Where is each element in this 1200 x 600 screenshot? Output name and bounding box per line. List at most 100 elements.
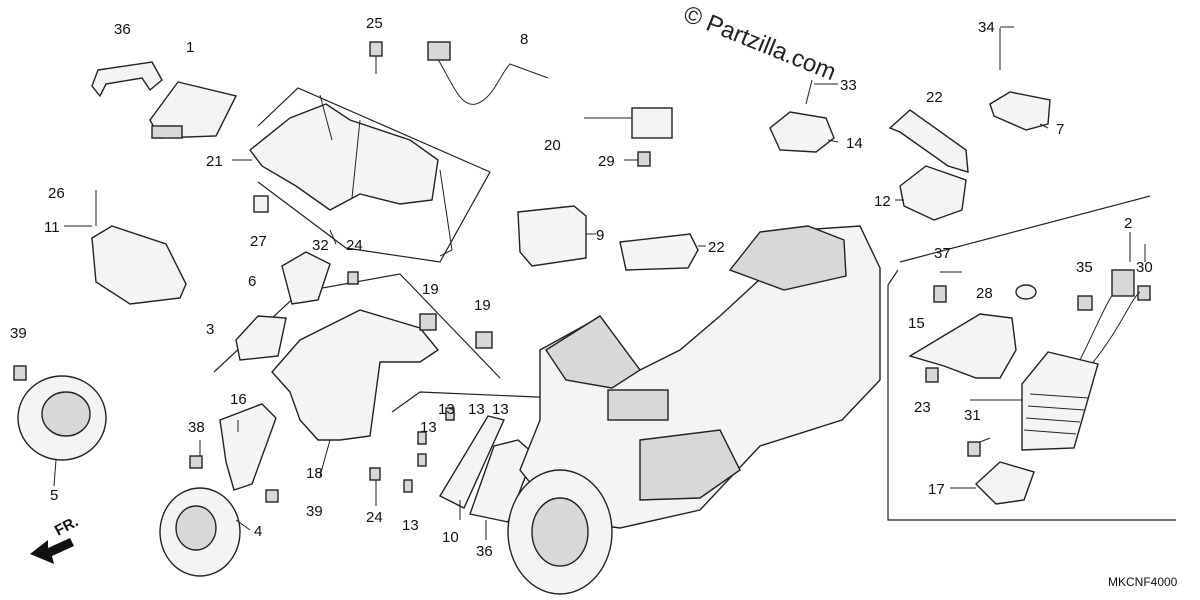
callout-32: 32	[312, 237, 329, 254]
watermark: © Partzilla.com	[680, 1, 840, 87]
part-13-clip-3	[417, 453, 427, 467]
part-24-bolt-upper	[347, 271, 359, 285]
callout-27: 27	[250, 233, 267, 250]
part-36-cover	[469, 439, 535, 523]
callout-22-upper: 22	[926, 89, 943, 106]
part-6-relay	[281, 251, 331, 305]
callout-22-lower: 22	[708, 239, 725, 256]
frame-13	[391, 391, 561, 413]
callout-12: 12	[874, 193, 891, 210]
motorcycle-illustration	[507, 225, 881, 595]
part-15-bracket	[908, 313, 1017, 379]
callout-8: 8	[520, 31, 528, 48]
callout-14: 14	[846, 135, 863, 152]
callout-30: 30	[1136, 259, 1153, 276]
callout-34: 34	[978, 19, 995, 36]
part-39-bolt	[13, 365, 27, 381]
callout-11: 11	[44, 219, 60, 236]
callout-24-upper: 24	[346, 237, 363, 254]
part-2-connector	[1111, 269, 1135, 297]
part-30-clip	[1137, 285, 1151, 301]
callout-25: 25	[366, 15, 383, 32]
part-2-regulator	[1021, 351, 1099, 451]
callout-13-b: 13	[468, 401, 485, 418]
callout-15: 15	[908, 315, 925, 332]
callout-6: 6	[248, 273, 256, 290]
part-8-plug	[427, 41, 451, 61]
part-4-bolt	[265, 489, 279, 503]
callout-28: 28	[976, 285, 993, 302]
part-38-bolt	[189, 455, 203, 469]
part-8-sensor-wire	[435, 55, 549, 105]
callout-13-c: 13	[492, 401, 509, 418]
part-12-module	[899, 165, 967, 221]
frame-right-top	[899, 195, 1151, 263]
callout-19-a: 19	[422, 281, 439, 298]
part-21-struts	[319, 94, 453, 257]
callout-19-b: 19	[474, 297, 491, 314]
part-23-bolt	[925, 367, 939, 383]
front-direction-arrow	[30, 538, 74, 564]
callout-31: 31	[964, 407, 981, 424]
callout-16: 16	[230, 391, 247, 408]
frame-right-group	[887, 269, 1176, 521]
callout-39-left: 39	[10, 325, 27, 342]
callout-5: 5	[50, 487, 58, 504]
part-16-bracket	[219, 403, 277, 491]
part-24-bolt-lower	[369, 467, 381, 481]
callout-13-a: 13	[438, 401, 455, 418]
callout-9: 9	[596, 227, 604, 244]
callout-24-lower: 24	[366, 509, 383, 526]
part-22-cover-lower	[619, 233, 699, 271]
callout-39-center: 39	[306, 503, 323, 520]
part-17-cover	[974, 461, 1035, 505]
part-19-grommet-2	[475, 331, 493, 349]
callout-37: 37	[934, 245, 951, 262]
part-2-fins	[1023, 393, 1089, 435]
callout-33: 33	[840, 77, 857, 94]
part-27-clip	[253, 195, 269, 213]
part-5-horn-inner	[41, 391, 91, 437]
part-7-unit	[989, 91, 1051, 131]
callout-35: 35	[1076, 259, 1093, 276]
callout-36-lower: 36	[476, 543, 493, 560]
leader-lines	[53, 26, 1146, 540]
callout-38: 38	[188, 419, 205, 436]
callout-13-d: 13	[420, 419, 437, 436]
part-36-clip	[91, 61, 163, 98]
callout-3: 3	[206, 321, 214, 338]
part-37-bolt	[933, 285, 947, 303]
part-13-clip-1	[417, 431, 427, 445]
callout-1: 1	[186, 39, 194, 56]
part-9-ecu	[517, 205, 587, 267]
part-14-sensor	[769, 111, 835, 153]
callout-36-upper: 36	[114, 21, 131, 38]
part-10-fuse-box	[439, 415, 505, 509]
part-22-cover-upper	[888, 109, 969, 173]
part-33-screw	[805, 79, 813, 105]
part-32-screw	[329, 229, 337, 245]
part-28-clamp	[1015, 284, 1037, 300]
callout-23: 23	[914, 399, 931, 416]
part-21-bracket	[249, 103, 439, 211]
part-19-grommet-1	[419, 313, 437, 331]
part-29-grommet	[637, 151, 651, 167]
callout-10: 10	[442, 529, 459, 546]
part-4-horn-inner	[175, 505, 217, 551]
callout-7: 7	[1056, 121, 1064, 138]
callout-20: 20	[544, 137, 561, 154]
callout-13-e: 13	[402, 517, 419, 534]
part-3-relay	[235, 315, 287, 361]
callout-29: 29	[598, 153, 615, 170]
callout-2: 2	[1124, 215, 1132, 232]
part-1-connector	[151, 125, 183, 139]
callout-18: 18	[306, 465, 323, 482]
part-35-nut	[1077, 295, 1093, 311]
frame-21	[257, 87, 491, 263]
part-31-bolt	[967, 441, 981, 457]
callout-labels: 36 1 25 8 21 20 29 33 14 34 22 7 12 9 22…	[10, 15, 1153, 560]
diagram-code: MKCNF4000	[1108, 575, 1178, 589]
part-13-clip-4	[403, 479, 413, 493]
part-25-bolt-head	[369, 41, 383, 57]
